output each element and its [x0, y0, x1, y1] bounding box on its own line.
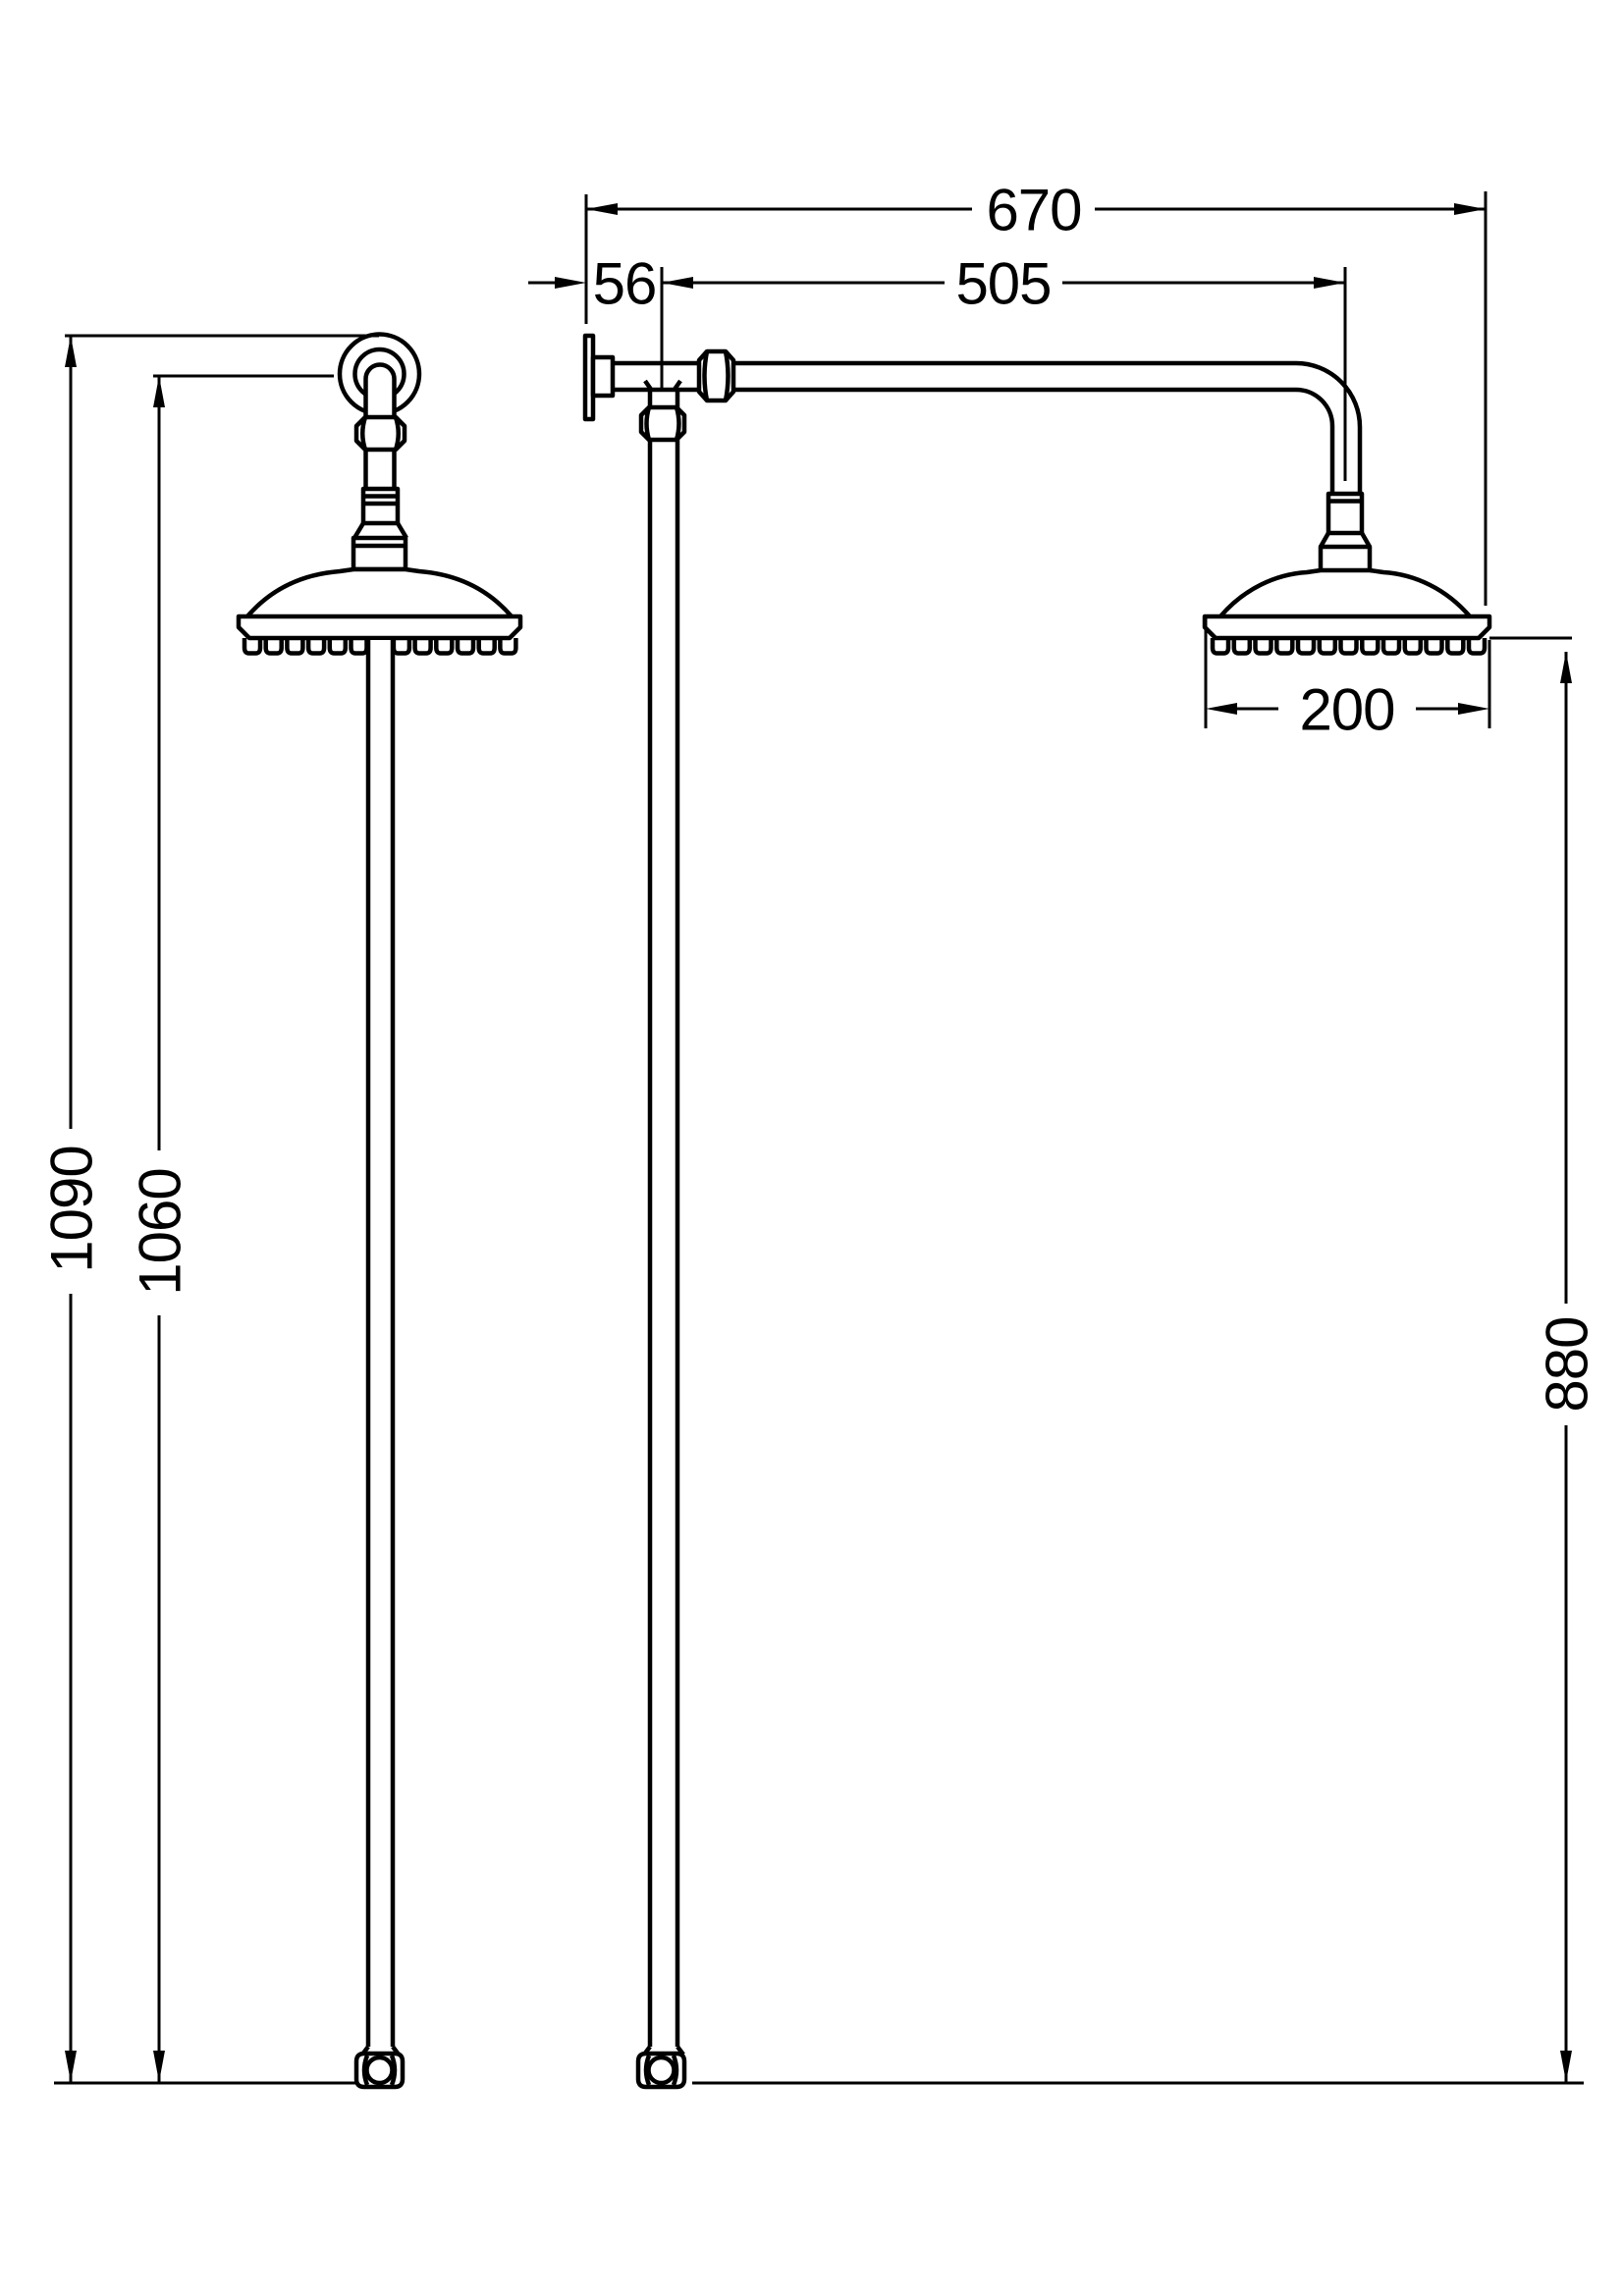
arm-union-nut-facets [360, 416, 401, 451]
dimension-880: 880 [1535, 652, 1600, 2082]
riser-base-nut [353, 2045, 406, 2090]
head-flare-front [1319, 531, 1372, 549]
dimension-1060-label: 1060 [128, 1168, 193, 1295]
tee-nut [638, 404, 687, 443]
riser-base-nut-facets-front [643, 2055, 679, 2086]
dimension-56: 56 [528, 251, 657, 317]
riser-base-nut-face-front [646, 2055, 676, 2086]
dimension-670-label: 670 [986, 178, 1081, 243]
riser-pipe-mask [370, 640, 391, 2047]
shower-head-bell-front [1218, 567, 1472, 618]
riser-base-nut-front [635, 2045, 687, 2090]
dimension-1090: 1090 [39, 336, 105, 2082]
riser-base-nut-face [364, 2055, 395, 2086]
shower-head-nozzles [242, 638, 518, 656]
arm-union-nut [696, 348, 736, 403]
dimension-505: 505 [662, 251, 1345, 317]
dimension-200: 200 [1206, 677, 1489, 743]
head-collar-rings [363, 494, 398, 507]
tee-nut-facets [644, 406, 681, 441]
arm-bend-end-cap [363, 362, 397, 418]
head-flare [352, 521, 408, 540]
side-view [236, 332, 523, 2090]
dimension-1060: 1060 [128, 376, 193, 2082]
shower-head-bell [245, 566, 514, 618]
dimension-200-label: 200 [1299, 677, 1394, 743]
wall-plate-collar [590, 354, 616, 399]
dimension-56-label: 56 [593, 251, 657, 317]
extension-lines [54, 191, 1584, 2085]
dimension-505-label: 505 [955, 251, 1051, 317]
arm-union-nut-facets [702, 350, 730, 401]
front-view [582, 333, 1492, 2090]
head-neck-cylinder [351, 535, 408, 572]
dimension-200-arrows [1206, 703, 1489, 715]
head-stem-pipe [363, 450, 397, 489]
arm-union-nut-side [353, 414, 407, 453]
dimensions: 670 505 56 200 1090 1060 [39, 178, 1600, 2085]
shower-head-rim [236, 614, 523, 641]
riser-pipe [365, 638, 396, 2047]
shower-arm-pipe [613, 360, 1363, 494]
dimension-670: 670 [586, 178, 1486, 243]
dimension-1090-label: 1090 [39, 1146, 105, 1272]
dimension-880-label: 880 [1535, 1316, 1600, 1412]
tee-branch-neck [643, 379, 682, 407]
shower-head-rim-front [1202, 614, 1492, 641]
head-neck-cylinder-front [1318, 544, 1373, 574]
riser-base-nut-facets [361, 2055, 398, 2086]
riser-pipe-front [647, 440, 680, 2047]
dimension-56-arrows [555, 277, 586, 289]
shower-head-nozzles-front [1210, 638, 1488, 656]
